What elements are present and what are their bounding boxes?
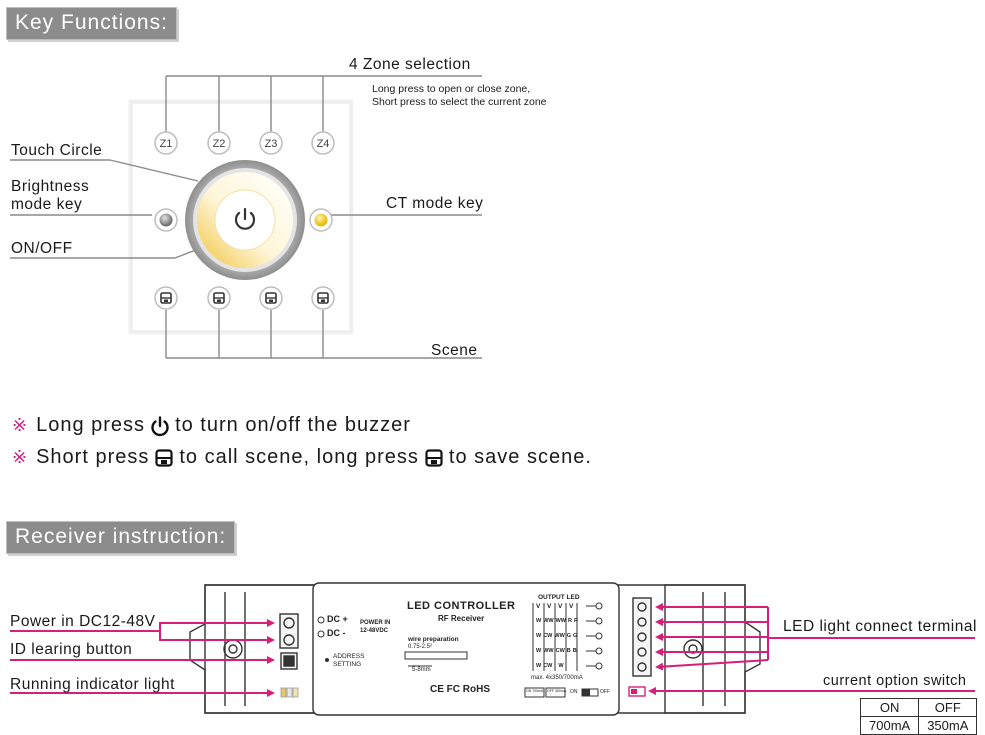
out-col-v-2: V bbox=[547, 603, 552, 610]
zone-desc-1: Long press to open or close zone, bbox=[372, 83, 531, 95]
zone-key-1: Z1 bbox=[160, 138, 173, 150]
out-cell: R bbox=[573, 618, 578, 624]
note-2-c: to save scene. bbox=[448, 446, 592, 468]
option-switch-label: current option switch bbox=[823, 673, 967, 689]
note-buzzer: ※ Long press to turn on/off the buzzer bbox=[12, 414, 411, 437]
power-icon bbox=[151, 415, 169, 436]
note-scene: ※ Short press to call scene, long press … bbox=[12, 446, 592, 469]
note-mark: ※ bbox=[12, 415, 29, 435]
power-in-label: Power in DC12-48V bbox=[10, 613, 156, 630]
zone-key-4: Z4 bbox=[317, 138, 330, 150]
out-col-v-4: V bbox=[569, 603, 574, 610]
zone-keys: Z1 Z2 Z3 Z4 bbox=[154, 131, 335, 155]
out-cell: R bbox=[567, 618, 572, 624]
id-button-label: ID learing button bbox=[10, 641, 133, 658]
out-cell: WW bbox=[554, 633, 565, 639]
power-icon bbox=[234, 207, 256, 230]
zone-selection-label: 4 Zone selection bbox=[349, 56, 471, 73]
save-icon bbox=[155, 448, 173, 467]
switch-on-label: ON bbox=[570, 689, 578, 695]
out-cell: W bbox=[536, 663, 542, 669]
touch-circle-label: Touch Circle bbox=[11, 142, 103, 159]
output-led-label: OUTPUT LED bbox=[538, 594, 580, 601]
out-cell: G bbox=[573, 633, 578, 639]
wire-strip-label: 5-8mm bbox=[412, 667, 431, 673]
switch-table: ON OFF 700mA 350mA bbox=[859, 698, 978, 735]
key-functions-header: Key Functions: bbox=[6, 7, 177, 40]
note-mark: ※ bbox=[12, 447, 29, 467]
switch-a-label: ON 700mA bbox=[526, 689, 544, 693]
max-current-label: max. 4x350/700mA bbox=[531, 675, 583, 681]
out-cell: CW bbox=[555, 648, 565, 654]
switch-value-off: 350mA bbox=[918, 716, 978, 735]
out-cell: G bbox=[566, 633, 572, 639]
out-cell: CW bbox=[543, 663, 553, 669]
device-title: LED CONTROLLER bbox=[407, 600, 516, 612]
cert-marks: CE FC RoHS bbox=[430, 684, 490, 695]
wire-gauge-label: 0.75-2.5² bbox=[408, 644, 433, 650]
note-1-b: to turn on/off the buzzer bbox=[175, 414, 411, 436]
out-cell: B bbox=[572, 648, 577, 654]
address-label-1: ADDRESS bbox=[333, 653, 365, 660]
note-1-a: Long press bbox=[36, 414, 146, 436]
out-cell: WW bbox=[543, 618, 554, 624]
brightness-key bbox=[159, 213, 173, 227]
wire-prep-label: wire preparation bbox=[408, 636, 459, 643]
dc-plus-label: DC + bbox=[327, 614, 348, 624]
out-cell: CW bbox=[543, 633, 553, 639]
out-cell: B bbox=[566, 648, 571, 654]
brightness-label-2: mode key bbox=[11, 196, 83, 213]
panel-diagram: Z1 Z2 Z3 Z4 bbox=[10, 75, 482, 359]
zone-desc-2: Short press to select the current zone bbox=[372, 96, 547, 108]
touch-circle bbox=[185, 160, 305, 280]
scene-keys bbox=[154, 286, 335, 310]
switch-header-off: OFF bbox=[918, 698, 978, 717]
save-icon bbox=[425, 448, 443, 467]
brightness-label-1: Brightness bbox=[11, 178, 90, 195]
out-cell: WW bbox=[543, 648, 554, 654]
out-col-v-1: V bbox=[536, 603, 541, 610]
note-2-a: Short press bbox=[36, 446, 150, 468]
switch-off-label: OFF bbox=[600, 689, 610, 695]
out-cell: W bbox=[536, 633, 542, 639]
ct-key bbox=[314, 213, 328, 227]
out-col-v-3: V bbox=[558, 603, 563, 610]
onoff-label: ON/OFF bbox=[11, 240, 73, 257]
address-label-2: SETTING bbox=[333, 661, 362, 668]
out-cell: W bbox=[536, 648, 542, 654]
zone-key-2: Z2 bbox=[213, 138, 226, 150]
dc-minus-label: DC - bbox=[327, 628, 346, 638]
ct-mode-label: CT mode key bbox=[386, 195, 484, 212]
scene-label: Scene bbox=[431, 342, 478, 359]
switch-b-label: OFF 350mA bbox=[547, 689, 567, 693]
out-cell: W bbox=[558, 663, 564, 669]
running-light-label: Running indicator light bbox=[10, 676, 175, 693]
receiver-instruction-header: Receiver instruction: bbox=[6, 521, 236, 554]
zone-key-3: Z3 bbox=[265, 138, 278, 150]
led-terminal-label: LED light connect terminal bbox=[783, 618, 977, 635]
device-subtitle: RF Receiver bbox=[438, 614, 485, 623]
power-in-spec-1: POWER IN bbox=[360, 620, 391, 626]
switch-header-on: ON bbox=[859, 698, 920, 717]
power-in-spec-2: 12-48VDC bbox=[360, 628, 389, 634]
out-cell: WW bbox=[555, 618, 566, 624]
out-cell: W bbox=[536, 618, 542, 624]
switch-value-on: 700mA bbox=[859, 716, 920, 735]
note-2-b: to call scene, long press bbox=[179, 446, 419, 468]
